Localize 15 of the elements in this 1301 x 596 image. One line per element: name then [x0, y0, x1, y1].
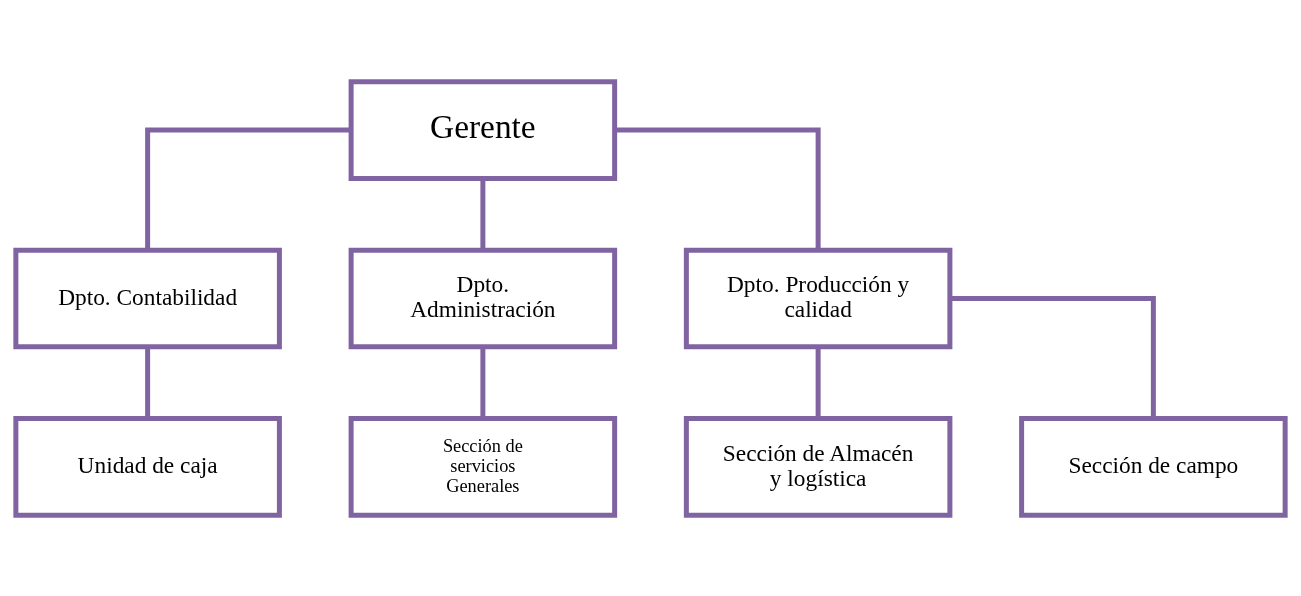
node-box: Sección de campo	[1019, 415, 1288, 518]
node-box: Gerente	[348, 78, 618, 181]
connector	[145, 346, 151, 418]
node-box: Dpto. Administración	[348, 247, 618, 349]
connector	[480, 346, 486, 418]
node-box: Dpto. Producción y calidad	[683, 247, 953, 349]
connector	[480, 178, 486, 250]
connector	[950, 295, 1156, 418]
connector	[614, 127, 821, 250]
node-box: Sección de Almacén y logística	[683, 415, 953, 518]
node-box: Unidad de caja	[13, 415, 282, 518]
node-box: Dpto. Contabilidad	[13, 247, 282, 349]
connector	[815, 346, 821, 418]
connector	[145, 127, 351, 250]
node-box: Sección de servicios Generales	[348, 415, 618, 518]
